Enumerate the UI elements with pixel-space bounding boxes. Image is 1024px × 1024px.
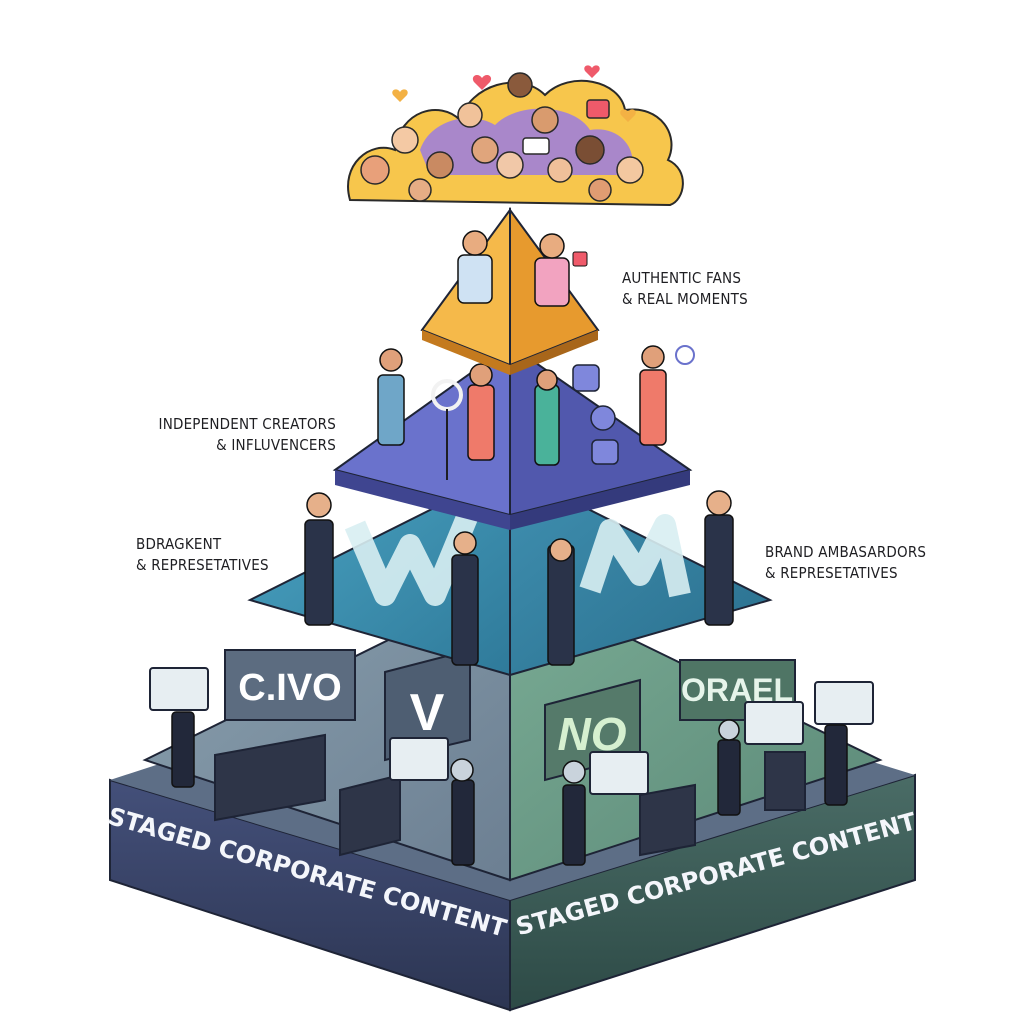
label-bdragkent: BDRAGKENT & REPRESETATIVES bbox=[136, 535, 269, 574]
logo-orael: ORAEL bbox=[681, 672, 793, 708]
tier-ambassadors bbox=[247, 468, 773, 677]
logo-v: V bbox=[410, 684, 445, 742]
label-brand-ambassadors: BRAND AMBASARDORS & REPRESETATIVES bbox=[765, 543, 927, 582]
fan-crowd-illustration bbox=[347, 65, 684, 207]
label-authentic-fans: AUTHENTIC FANS & REAL MOMENTS bbox=[622, 269, 748, 308]
tier-creators bbox=[332, 343, 695, 530]
logo-civo: C.IVO bbox=[238, 667, 341, 709]
tier-corporate bbox=[142, 578, 883, 882]
label-independent-creators: INDEPENDENT CREATORS & INFLUVENCERS bbox=[158, 415, 336, 454]
tier-top bbox=[420, 206, 600, 375]
logo-no: NO bbox=[558, 708, 627, 760]
